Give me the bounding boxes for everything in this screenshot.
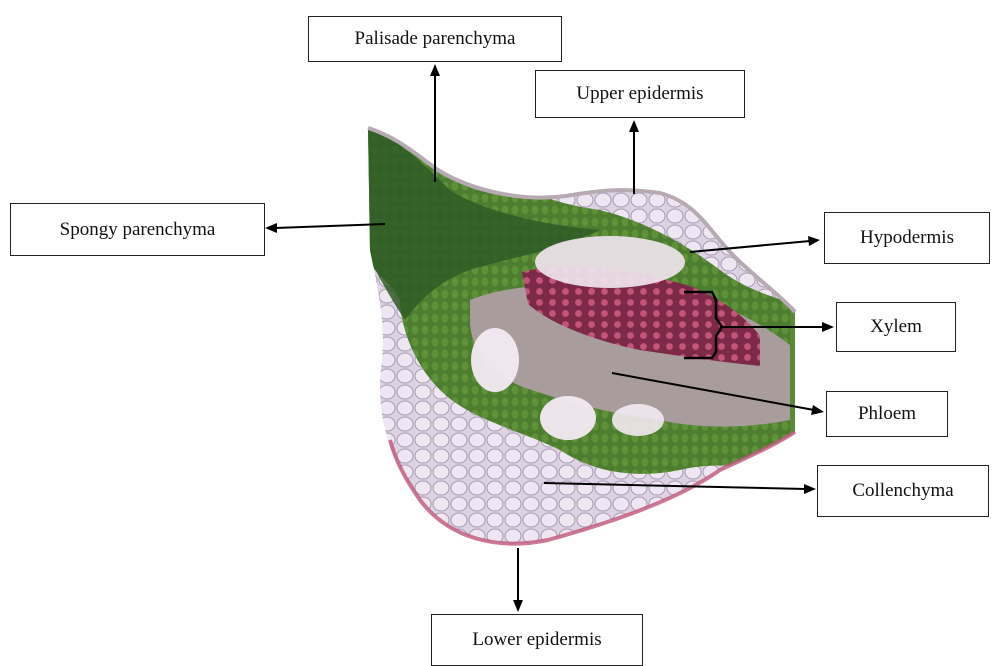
- palisade-parenchyma-label: Palisade parenchyma: [308, 16, 562, 62]
- arrow-spongy: [275, 224, 385, 228]
- pale-patch: [471, 328, 519, 392]
- right-mesophyll-edge: [790, 300, 800, 440]
- hypodermis-pale-region: [535, 236, 685, 288]
- upper-epidermis-label: Upper epidermis: [535, 70, 745, 118]
- xylem-label: Xylem: [836, 302, 956, 352]
- lower-epidermis-label: Lower epidermis: [431, 614, 643, 666]
- collenchyma-label: Collenchyma: [817, 465, 989, 517]
- hypodermis-label: Hypodermis: [824, 212, 990, 264]
- phloem-label: Phloem: [826, 391, 948, 437]
- leaf-cross-section: [360, 120, 800, 550]
- spongy-parenchyma-label: Spongy parenchyma: [10, 203, 265, 256]
- pale-patch: [540, 396, 596, 440]
- pale-patch: [612, 404, 664, 436]
